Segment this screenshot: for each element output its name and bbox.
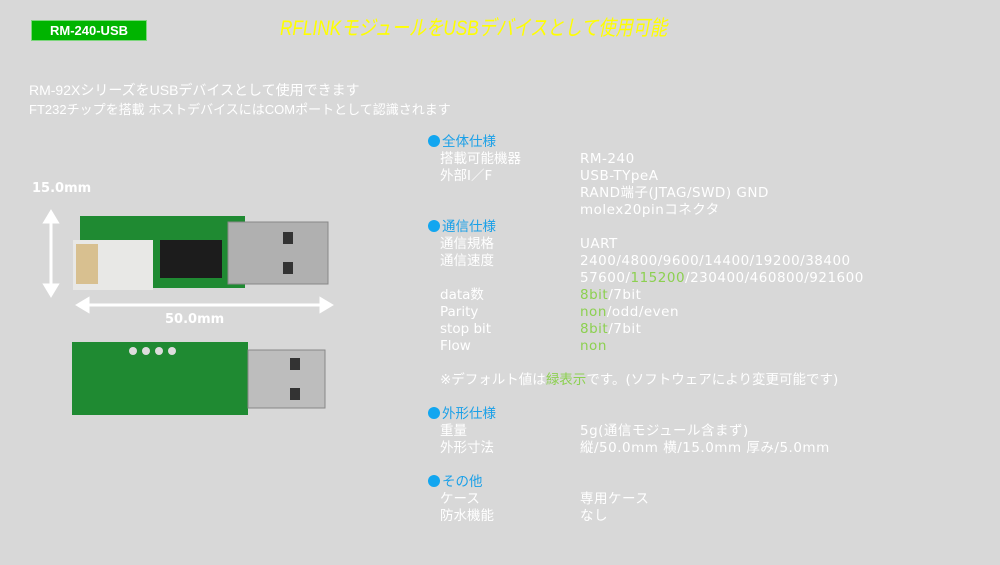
page-title: RFLINKモジュールをUSBデバイスとして使用可能 [280,17,668,40]
section-heading-comm: 通信仕様 [428,219,496,236]
spec-row: 防水機能なし [440,508,608,524]
product-photo [42,209,334,415]
spec-row: ケース専用ケース [440,491,650,507]
bullet-icon [428,135,440,147]
length-label: 50.0mm [165,312,225,327]
bullet-icon [428,220,440,232]
intro-line-2: FT232チップを搭載 ホストデバイスにはCOMポートとして認識されます [29,102,451,117]
spec-row: 57600/115200/230400/460800/921600 [580,270,864,286]
bullet-icon [428,475,440,487]
section-heading-general: 全体仕様 [428,134,496,151]
product-badge: RM-240-USB [31,20,147,41]
length-arrow [75,296,334,314]
board-top [73,216,329,290]
board-bottom [72,342,326,415]
spec-row: 外形寸法縦/50.0mm 横/15.0mm 厚み/5.0mm [440,440,830,456]
width-label: 15.0mm [32,181,92,196]
section-heading-other: その他 [428,474,496,491]
spec-row: molex20pinコネクタ [580,202,720,218]
section-heading-exterior: 外形仕様 [428,406,496,423]
spec-row: RAND端子(JTAG/SWD) GND [580,185,769,201]
width-arrow [42,209,60,298]
intro-line-1: RM-92XシリーズをUSBデバイスとして使用できます [29,82,360,98]
bullet-icon [428,407,440,419]
default-note: ※デフォルト値は緑表示です。(ソフトウェアにより変更可能です) [440,372,839,388]
